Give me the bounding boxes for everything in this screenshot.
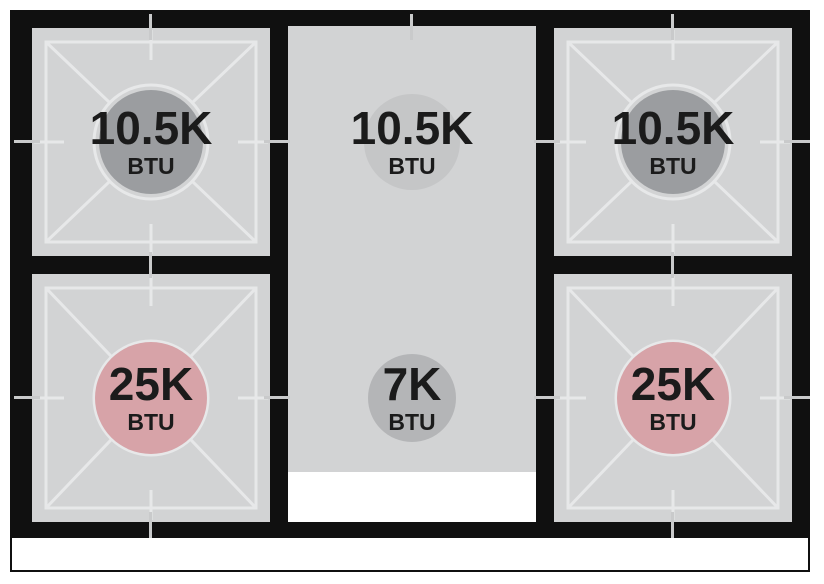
- burner-cap: 10.5K BTU: [351, 94, 473, 190]
- burner-cap: 7K BTU: [368, 354, 456, 442]
- burner-cap: 25K BTU: [95, 342, 207, 454]
- cooktop-front-edge: [10, 538, 810, 572]
- frame-tick: [264, 140, 290, 143]
- frame-tick: [534, 396, 560, 399]
- frame-tick: [14, 140, 40, 143]
- frame-tick: [149, 512, 152, 538]
- frame-tick: [264, 396, 290, 399]
- frame-tick: [14, 396, 40, 399]
- frame-tick: [784, 140, 810, 143]
- frame-tick: [149, 14, 152, 40]
- burner-bottom-left: 25K BTU: [32, 274, 270, 522]
- burner-unit: BTU: [388, 408, 436, 435]
- burner-unit: BTU: [649, 408, 697, 435]
- burner-rating: 10.5K: [350, 101, 474, 154]
- frame-tick: [149, 252, 152, 278]
- burner-unit: BTU: [127, 408, 175, 435]
- burner-rating: 10.5K: [611, 101, 735, 154]
- burner-cap: 10.5K BTU: [612, 90, 734, 194]
- frame-tick: [534, 140, 560, 143]
- frame-tick: [410, 14, 413, 40]
- burner-unit: BTU: [649, 152, 697, 179]
- burner-unit: BTU: [127, 152, 175, 179]
- frame-tick: [671, 252, 674, 278]
- burner-bottom-right: 25K BTU: [554, 274, 792, 522]
- frame-tick: [784, 396, 810, 399]
- frame-tick: [671, 14, 674, 40]
- burner-cap: 25K BTU: [617, 342, 729, 454]
- burner-unit: BTU: [388, 152, 436, 179]
- drip-tray: [288, 472, 536, 522]
- burner-cap: 10.5K BTU: [90, 90, 212, 194]
- griddle-area: 10.5K BTU 7K BTU: [288, 26, 536, 472]
- burner-top-right: 10.5K BTU: [554, 28, 792, 256]
- cooktop-frame: 10.5K BTU 10.5K BTU: [10, 10, 810, 538]
- burner-top-left: 10.5K BTU: [32, 28, 270, 256]
- frame-tick: [671, 512, 674, 538]
- burner-rating: 25K: [630, 357, 716, 410]
- burner-rating: 10.5K: [89, 101, 213, 154]
- burner-rating: 7K: [382, 357, 442, 410]
- burner-rating: 25K: [108, 357, 194, 410]
